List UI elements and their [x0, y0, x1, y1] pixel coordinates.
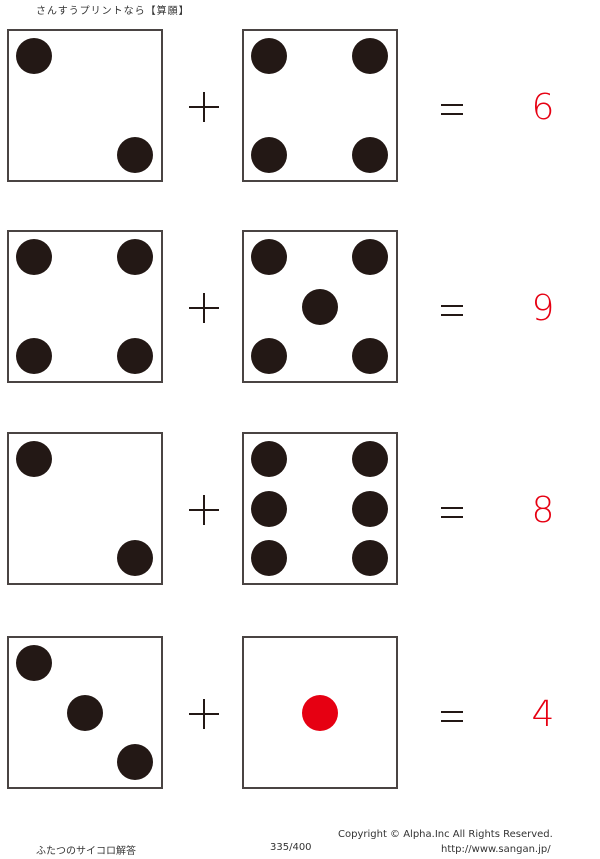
left-die	[7, 432, 163, 585]
plus-sign	[189, 699, 219, 729]
pip-dot	[15, 337, 52, 374]
pip-dot	[250, 38, 287, 75]
pip-dot	[250, 539, 287, 576]
header-title: さんすうプリントなら【算願】	[36, 6, 190, 17]
page-number: 335/400	[270, 842, 312, 853]
pip-dot	[352, 38, 389, 75]
plus-sign	[189, 293, 219, 323]
pip-dot	[15, 239, 52, 276]
plus-sign	[189, 495, 219, 525]
footer-url: http://www.sangan.jp/	[441, 844, 551, 855]
pip-dot	[117, 337, 154, 374]
pip-dot	[302, 288, 338, 325]
left-die	[7, 230, 163, 383]
answer-value: 9	[531, 288, 555, 329]
copyright: Copyright © Alpha.Inc All Rights Reserve…	[338, 829, 553, 840]
right-die	[242, 230, 398, 383]
pip-dot	[250, 239, 287, 276]
right-die	[242, 636, 398, 789]
left-die	[7, 636, 163, 789]
answer-value: 8	[531, 490, 555, 531]
pip-dot	[352, 239, 389, 276]
pip-dot	[117, 239, 154, 276]
pip-dot	[15, 441, 52, 478]
right-die	[242, 29, 398, 182]
answer-value: 4	[531, 694, 555, 735]
footer-title: ふたつのサイコロ解答	[36, 846, 136, 857]
pip-dot	[352, 441, 389, 478]
pip-dot	[352, 337, 389, 374]
pip-dot	[352, 136, 389, 173]
pip-dot	[67, 694, 103, 731]
equals-sign	[441, 507, 463, 518]
pip-dot	[15, 645, 52, 682]
plus-sign	[189, 92, 219, 122]
pip-dot	[250, 136, 287, 173]
equals-sign	[441, 711, 463, 722]
pip-dot	[117, 743, 154, 780]
pip-dot	[352, 539, 389, 576]
pip-dot	[250, 337, 287, 374]
answer-value: 6	[531, 87, 555, 128]
left-die	[7, 29, 163, 182]
pip-dot	[117, 539, 154, 576]
right-die	[242, 432, 398, 585]
pip-dot	[250, 441, 287, 478]
pip-dot	[302, 694, 338, 731]
pip-dot	[250, 490, 287, 527]
equals-sign	[441, 305, 463, 316]
pip-dot	[117, 136, 154, 173]
equals-sign	[441, 104, 463, 115]
pip-dot	[15, 38, 52, 75]
pip-dot	[352, 490, 389, 527]
